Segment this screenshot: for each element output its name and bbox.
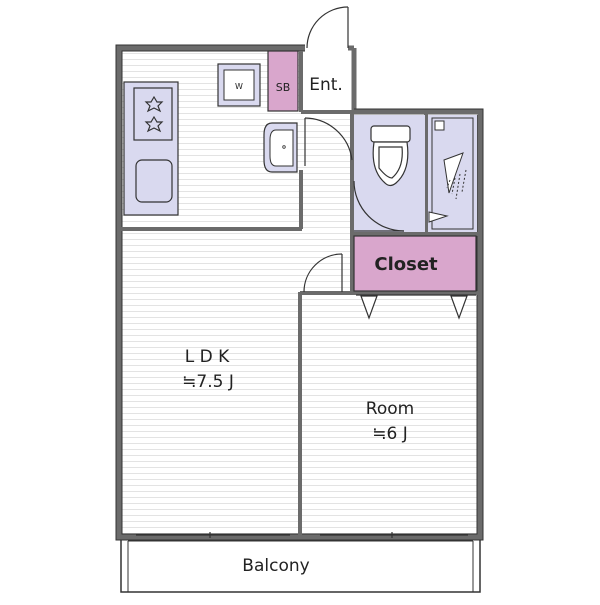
room-door	[303, 253, 343, 293]
ldk-area: ≒7.5 J	[182, 372, 234, 392]
entrance-door	[306, 6, 349, 49]
balcony-area	[120, 534, 481, 593]
balcony-label: Balcony	[242, 556, 309, 576]
toilet-icon	[370, 125, 411, 187]
interior-walls	[121, 51, 478, 535]
shoe-box-label: SB	[276, 81, 291, 94]
corridor-floor	[300, 112, 352, 292]
ldk-floor	[121, 229, 304, 535]
corridor-door	[304, 117, 353, 166]
shower-icon	[428, 120, 467, 223]
entrance-floor	[300, 51, 352, 112]
balcony-windows	[136, 532, 468, 538]
stove	[133, 87, 173, 141]
closet-label: Closet	[374, 254, 438, 275]
toilet-door	[353, 180, 405, 232]
closet-doors	[356, 294, 476, 320]
room-floor	[302, 292, 478, 535]
room-area: ≒6 J	[372, 424, 408, 444]
entrance-label: Ent.	[309, 75, 343, 95]
kitchen-sink	[135, 159, 173, 203]
burner-icon	[144, 95, 164, 133]
ldk-name: L D K	[185, 347, 230, 367]
closet	[353, 235, 477, 292]
washer-label: W	[235, 82, 243, 91]
exterior-walls	[116, 45, 483, 540]
shoe-box	[267, 50, 299, 112]
room-name: Room	[366, 399, 414, 419]
